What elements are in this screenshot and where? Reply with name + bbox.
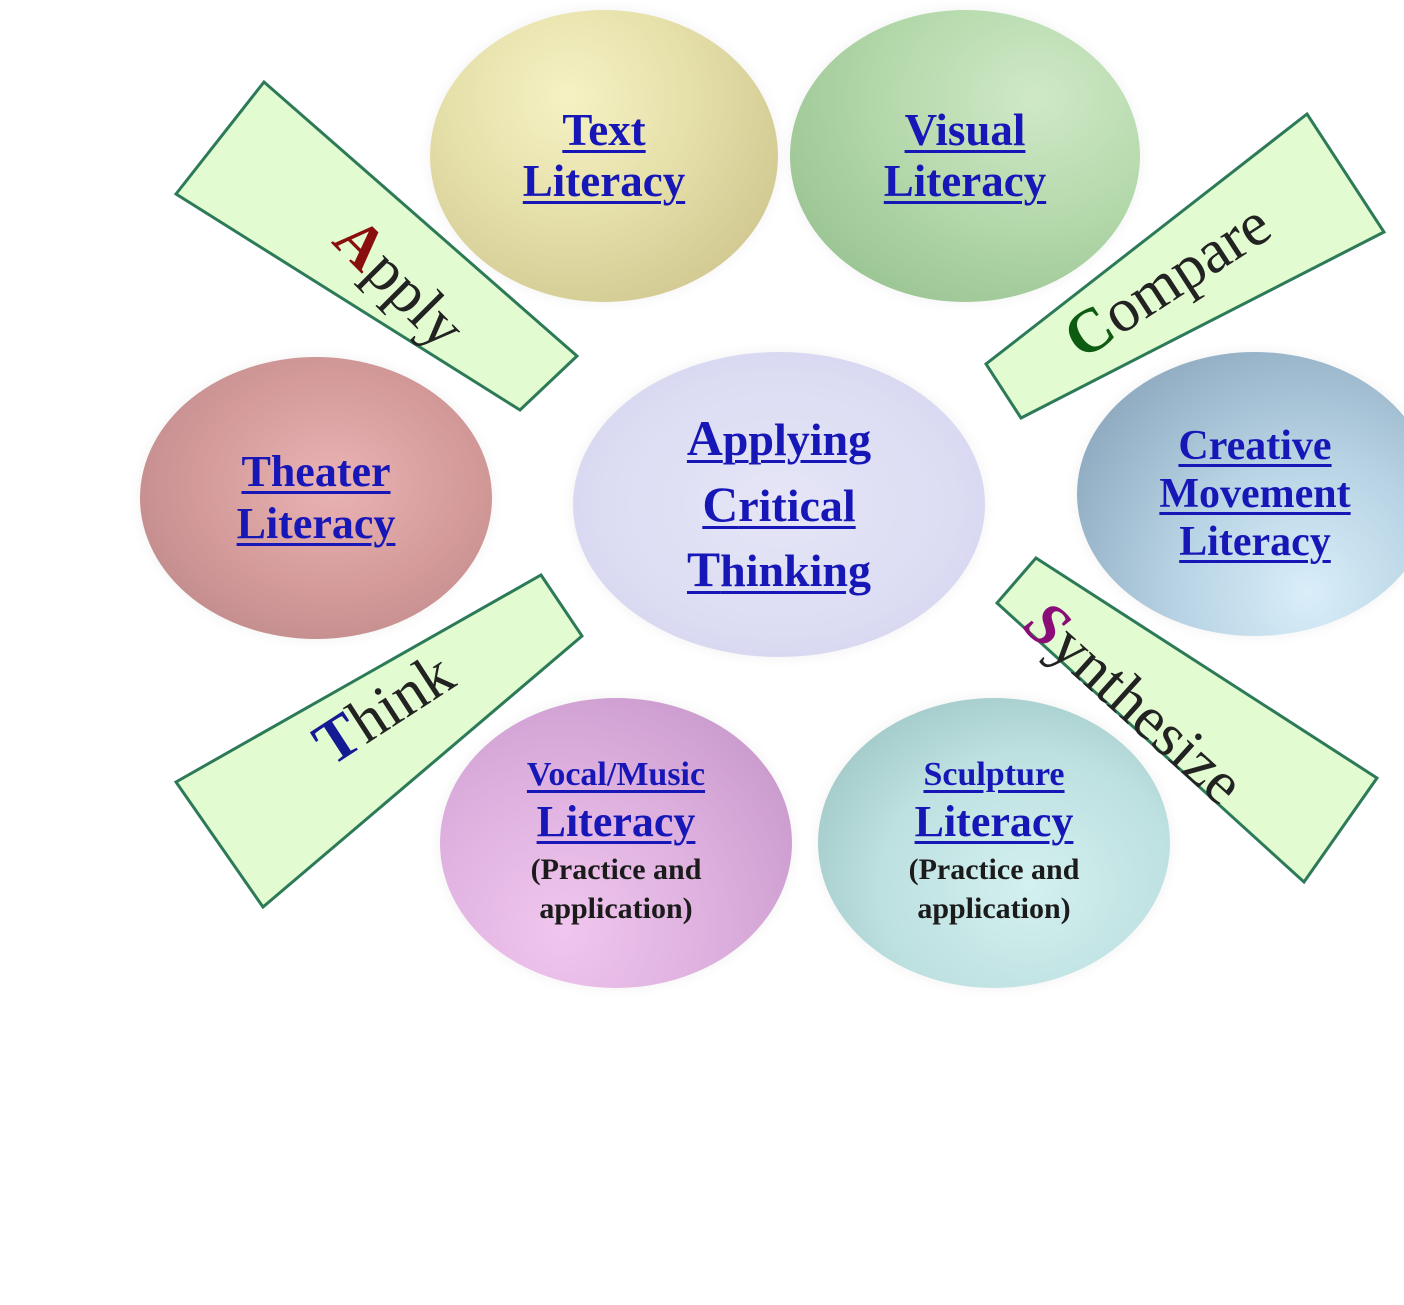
text-literacy-link-line2[interactable]: Literacy xyxy=(522,156,686,206)
center-line1-initial: A xyxy=(686,410,723,466)
vocal-music-link-line1[interactable]: Vocal/Music xyxy=(526,756,706,793)
text-literacy-node: Text Literacy xyxy=(430,10,778,302)
text-literacy-link-line1[interactable]: Text xyxy=(562,105,646,155)
sculpture-note-line2: application) xyxy=(917,892,1071,925)
sculpture-link-line2[interactable]: Literacy xyxy=(914,797,1074,846)
sculpture-note-line1: (Practice and xyxy=(908,853,1080,886)
creative-movement-link-line3[interactable]: Literacy xyxy=(1179,519,1331,565)
banner-synthesize-shape xyxy=(994,556,1380,885)
applying-critical-thinking-node: Applying Critical Thinking xyxy=(573,352,985,657)
center-line1-rest: pplying xyxy=(722,413,872,465)
sculpture-literacy-node: Sculpture Literacy (Practice and applica… xyxy=(818,698,1170,988)
theater-literacy-node: Theater Literacy xyxy=(140,357,492,639)
banner-think-shape xyxy=(173,573,584,910)
center-link-line2[interactable]: Critical xyxy=(702,476,856,532)
banner-compare-shape xyxy=(983,111,1387,420)
banner-apply-shape xyxy=(173,79,580,412)
theater-literacy-link-line1[interactable]: Theater xyxy=(241,447,391,496)
center-line2-rest: ritical xyxy=(738,479,856,531)
center-link-line3[interactable]: Thinking xyxy=(687,545,871,595)
center-line2-initial: C xyxy=(702,476,739,532)
creative-movement-link-line2[interactable]: Movement xyxy=(1159,471,1351,517)
vocal-music-note-line1: (Practice and xyxy=(530,853,702,886)
visual-literacy-link-line1[interactable]: Visual xyxy=(904,105,1026,155)
center-line3-rest: hinking xyxy=(720,545,872,597)
sculpture-link-line1[interactable]: Sculpture xyxy=(923,756,1065,793)
creative-movement-literacy-node: Creative Movement Literacy xyxy=(1077,352,1404,636)
center-line3-initial: T xyxy=(686,542,721,598)
creative-movement-link-line1[interactable]: Creative xyxy=(1178,423,1332,469)
theater-literacy-link-line2[interactable]: Literacy xyxy=(236,499,396,548)
vocal-music-note-line2: application) xyxy=(539,892,693,925)
vocal-music-link-line2[interactable]: Literacy xyxy=(536,797,696,846)
visual-literacy-node: Visual Literacy xyxy=(790,10,1140,302)
vocal-music-literacy-node: Vocal/Music Literacy (Practice and appli… xyxy=(440,698,792,988)
center-link-line1[interactable]: Applying xyxy=(687,414,871,464)
visual-literacy-link-line2[interactable]: Literacy xyxy=(883,156,1047,206)
